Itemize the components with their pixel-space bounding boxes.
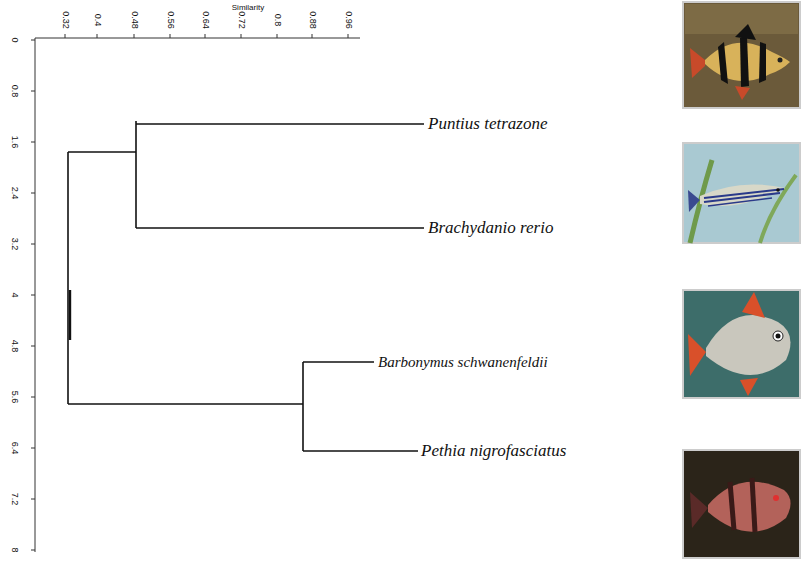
tick-label: 1.6 (9, 136, 19, 149)
fish-photo (683, 2, 800, 108)
tick-label: 0.96 (343, 11, 353, 29)
tick-label: 0.72 (236, 11, 246, 29)
species-label: Barbonymus schwanenfeldii (378, 354, 548, 371)
tick-label: 4.8 (9, 340, 19, 353)
tick-label: 0.8 (272, 14, 282, 27)
species-label: Pethia nigrofasciatus (421, 442, 566, 461)
tick-label: 0.4 (92, 14, 102, 27)
species-label: Brachydanio rerio (428, 219, 553, 238)
distance-axis (31, 38, 35, 552)
fish-photo (683, 450, 800, 558)
fish-photo (683, 143, 800, 243)
similarity-axis (35, 34, 360, 38)
tick-label: 0.88 (307, 11, 317, 29)
tick-label: 0.8 (9, 85, 19, 98)
tick-label: 5.6 (9, 391, 19, 404)
tick-label: 3.2 (9, 238, 19, 251)
tick-label: 0.56 (165, 11, 175, 29)
axis-title: Similarity (232, 4, 264, 13)
tick-label: 7.2 (9, 493, 19, 506)
species-label: Puntius tetrazone (428, 115, 547, 134)
tick-label: 0.48 (129, 11, 139, 29)
tick-label: 4 (9, 292, 19, 297)
tick-label: 0.32 (60, 11, 70, 29)
fish-photo (683, 290, 800, 398)
tick-label: 8 (9, 547, 19, 552)
tick-label: 0.64 (200, 11, 210, 29)
dendrogram-branches (68, 121, 424, 451)
tick-label: 6.4 (9, 442, 19, 455)
tick-label: 0 (9, 37, 19, 42)
tick-label: 2.4 (9, 187, 19, 200)
